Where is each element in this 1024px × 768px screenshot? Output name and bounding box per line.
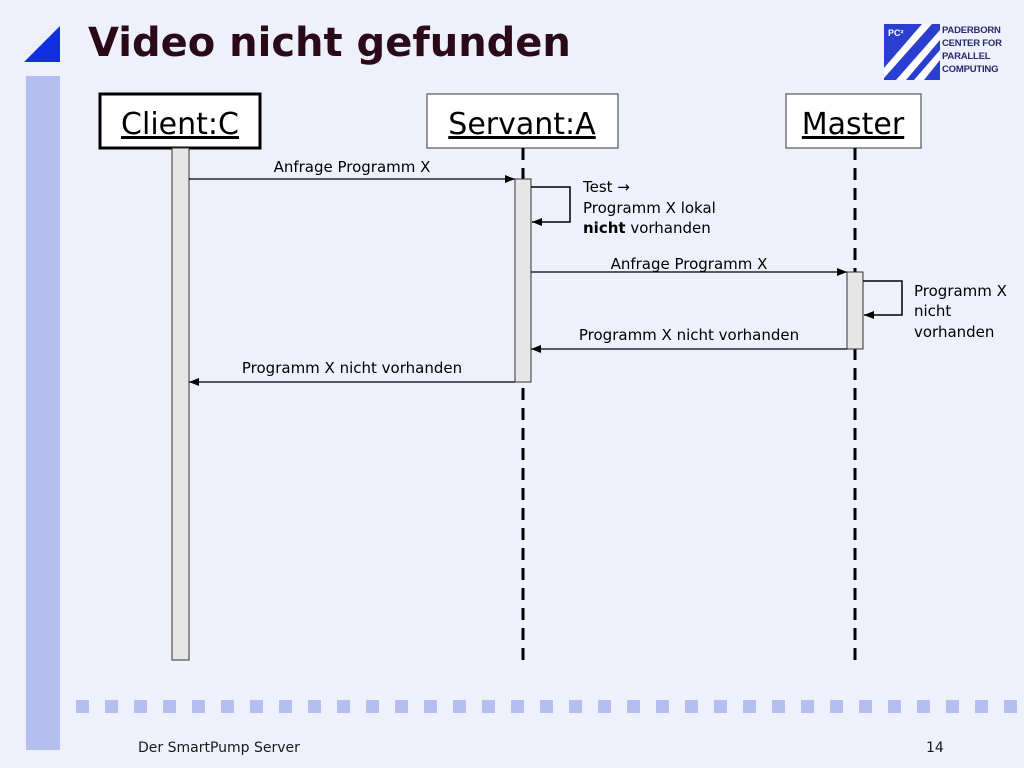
pc2-mark-text: PC² (888, 28, 904, 38)
separator-dot (250, 700, 263, 713)
separator-dot (801, 700, 814, 713)
pc2-logo-mark: PC² (884, 24, 940, 80)
separator-dot (308, 700, 321, 713)
separator-dot (830, 700, 843, 713)
separator-dot (685, 700, 698, 713)
footer-title: Der SmartPump Server (138, 740, 300, 756)
separator-dot (975, 700, 988, 713)
separator-dot (859, 700, 872, 713)
separator-dot (917, 700, 930, 713)
separator-dot (482, 700, 495, 713)
separator-dot (714, 700, 727, 713)
pc2-logo: PC² PADERBORN CENTER FOR PARALLEL COMPUT… (884, 24, 1004, 80)
message-label-request-1: Anfrage Programm X (274, 158, 431, 176)
logo-line: CENTER FOR (942, 38, 1002, 49)
message-label-reply-1: Programm X nicht vorhanden (579, 326, 799, 344)
logo-line: PADERBORN (942, 25, 1001, 36)
separator-dot (279, 700, 292, 713)
separator-dot (424, 700, 437, 713)
separator-dot (1004, 700, 1017, 713)
self-message-master-line3: vorhanden (914, 323, 994, 341)
separator-dot (540, 700, 553, 713)
slide-title: Video nicht gefunden (88, 20, 571, 66)
self-message-servant-line3: nicht vorhanden (583, 219, 711, 237)
separator-dot (134, 700, 147, 713)
logo-line: PARALLEL (942, 51, 991, 62)
corner-triangle-decoration (24, 26, 60, 62)
separator-dot (656, 700, 669, 713)
separator-dot (163, 700, 176, 713)
master-header-label: Master (802, 107, 905, 142)
servant-activation-bar (514, 178, 532, 383)
client-header-label: Client:C (121, 107, 239, 142)
self-message-master-line1: Programm X (914, 282, 1007, 300)
separator-dot (511, 700, 524, 713)
separator-dot (569, 700, 582, 713)
self-message-servant-rest: vorhanden (626, 219, 711, 237)
separator-dot (772, 700, 785, 713)
separator-dot (105, 700, 118, 713)
separator-dot (946, 700, 959, 713)
master-header-box (785, 93, 922, 149)
left-accent-bar (26, 76, 60, 750)
client-header-box (98, 92, 262, 150)
self-message-servant-line2: Programm X lokal (583, 199, 716, 217)
separator-dot (395, 700, 408, 713)
client-activation-bar (171, 147, 190, 661)
separator-dot (627, 700, 640, 713)
page-number: 14 (926, 740, 944, 756)
separator-dot (76, 700, 89, 713)
separator-dot (366, 700, 379, 713)
self-message-master-line2: nicht (914, 302, 951, 320)
separator-dot (598, 700, 611, 713)
separator-dot (221, 700, 234, 713)
self-message-arrow-servant (531, 186, 571, 226)
logo-line: COMPUTING (942, 64, 999, 75)
servant-header-box (426, 93, 619, 149)
separator-dot (888, 700, 901, 713)
logo-text: PADERBORN CENTER FOR PARALLEL COMPUTING (942, 24, 1002, 76)
separator-dot (337, 700, 350, 713)
servant-header-label: Servant:A (448, 107, 596, 142)
dotted-separator (76, 700, 1017, 713)
self-message-arrow-master (863, 280, 903, 319)
separator-dot (743, 700, 756, 713)
separator-dot (192, 700, 205, 713)
self-message-servant-bold: nicht (583, 219, 626, 237)
self-message-servant-line1: Test → (582, 178, 630, 196)
separator-dot (453, 700, 466, 713)
message-label-reply-2: Programm X nicht vorhanden (242, 359, 462, 377)
message-label-request-2: Anfrage Programm X (611, 255, 768, 273)
master-activation-bar (846, 271, 864, 350)
